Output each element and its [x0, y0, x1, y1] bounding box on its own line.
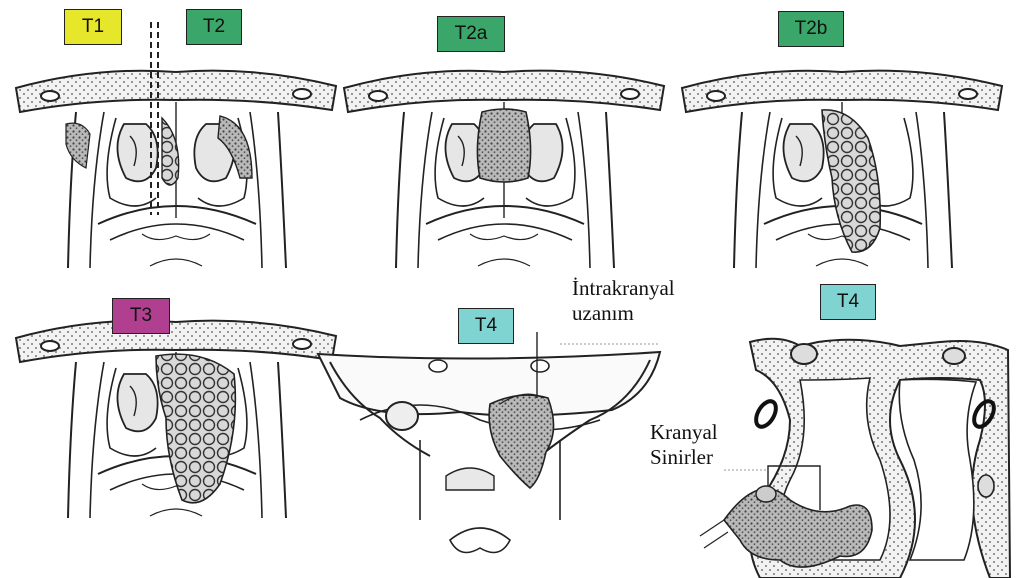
- stage-label-t4-middle: T4: [458, 308, 514, 344]
- stage-label-t3: T3: [112, 298, 170, 334]
- annotation-intracranial: İntrakranyal uzanım: [572, 276, 675, 326]
- panel-t4-cranial-nerves-illustration: [700, 339, 1010, 578]
- annotation-intracranial-line1: İntrakranyal: [572, 276, 675, 301]
- annotation-cranial-nerves-line1: Kranyal: [650, 420, 718, 445]
- stage-label-t2a: T2a: [437, 16, 505, 52]
- stage-label-t2b: T2b: [778, 11, 844, 47]
- annotation-cranial-nerves: Kranyal Sinirler: [650, 420, 718, 470]
- panel-t1-t2-illustration: [16, 71, 336, 268]
- panel-t2a-illustration: [344, 71, 664, 268]
- panel-t3-illustration: [16, 321, 336, 518]
- stage-label-t4-right: T4: [820, 284, 876, 320]
- stage-label-t2: T2: [186, 9, 242, 45]
- panel-t4-intracranial-illustration: [318, 332, 660, 553]
- annotation-intracranial-line2: uzanım: [572, 301, 675, 326]
- stage-label-t1: T1: [64, 9, 122, 45]
- annotation-cranial-nerves-line2: Sinirler: [650, 445, 718, 470]
- panel-t2b-illustration: [682, 71, 1002, 268]
